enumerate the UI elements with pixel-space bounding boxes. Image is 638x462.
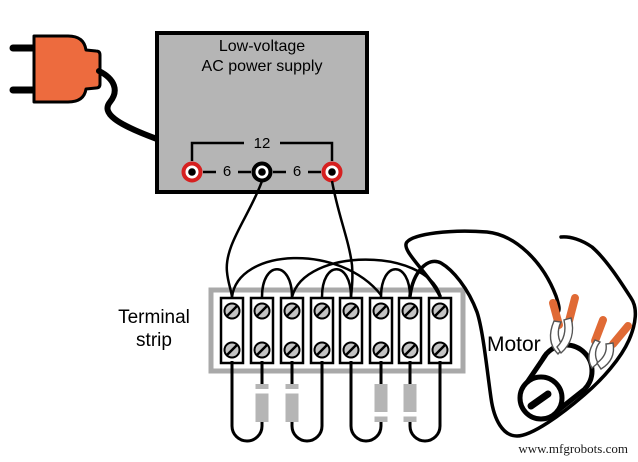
terminal-block-4 (309, 296, 335, 365)
jumper-arc-t2-t3 (260, 268, 294, 298)
terminal-strip-label-line2: strip (136, 330, 172, 351)
bottom-loop-t1-t2 (230, 361, 264, 443)
plug-body (32, 34, 102, 104)
motor-wire-t7-to-clip2 (408, 235, 638, 438)
tap-label-6-right: 6 (292, 163, 302, 180)
supply-terminal-center (251, 161, 273, 183)
terminal-dot (258, 168, 266, 176)
supply-terminal-left (181, 161, 203, 183)
motor-body (517, 342, 595, 422)
motor-wire-t8-to-clip1 (404, 229, 561, 314)
terminal-block-2 (249, 296, 275, 365)
tap-label-6-left: 6 (222, 163, 232, 180)
jumper-arc-t4-t5 (320, 268, 353, 298)
power-supply-label-line1: Low-voltage (218, 38, 306, 55)
supply-terminal-right (321, 161, 343, 183)
splice-sleeves (255, 384, 417, 422)
wire-supply-center-to-t1 (225, 180, 264, 298)
clip2-sleeve-left (591, 316, 607, 345)
terminal-dot (188, 168, 196, 176)
jumper-arc-t6-t7 (379, 268, 412, 298)
voltage-bracket-12 (190, 141, 334, 161)
terminal-strip (208, 287, 466, 374)
jumper-arc-t1-t6 (230, 256, 382, 298)
wire-supply-right-to-t5 (330, 180, 354, 298)
terminal-dot (328, 168, 336, 176)
clip2-jaw (596, 342, 615, 370)
alligator-clip-1 (549, 294, 579, 356)
terminal-block-7 (397, 296, 423, 365)
clip2-sleeve-right (609, 322, 632, 348)
terminal-block-5 (338, 296, 364, 365)
bottom-loop-t3-t4 (290, 361, 324, 443)
alligator-clip-2 (588, 316, 632, 370)
bottom-loop-t7-t8 (408, 361, 442, 443)
splice-gaps (255, 389, 417, 417)
terminal-block-3 (279, 296, 305, 365)
power-plug (9, 34, 102, 104)
motor-shaft-slot (527, 390, 552, 410)
clip1-jaw (556, 317, 574, 355)
clip1-sleeve-right (565, 294, 579, 325)
terminal-block-8 (427, 296, 453, 365)
power-supply-label-line2: AC power supply (201, 58, 323, 75)
terminal-strip-label-line1: Terminal (118, 307, 190, 328)
watermark: www.mfgrobots.com (518, 441, 628, 456)
bottom-loop-t5-t6 (349, 361, 383, 443)
terminal-block-6 (368, 296, 394, 365)
motor-label: Motor (487, 333, 541, 356)
strip-frame (208, 287, 466, 374)
power-supply-box (155, 31, 369, 194)
tap-label-12: 12 (253, 135, 271, 152)
terminal-block-1 (219, 296, 245, 365)
power-cord (96, 68, 160, 142)
